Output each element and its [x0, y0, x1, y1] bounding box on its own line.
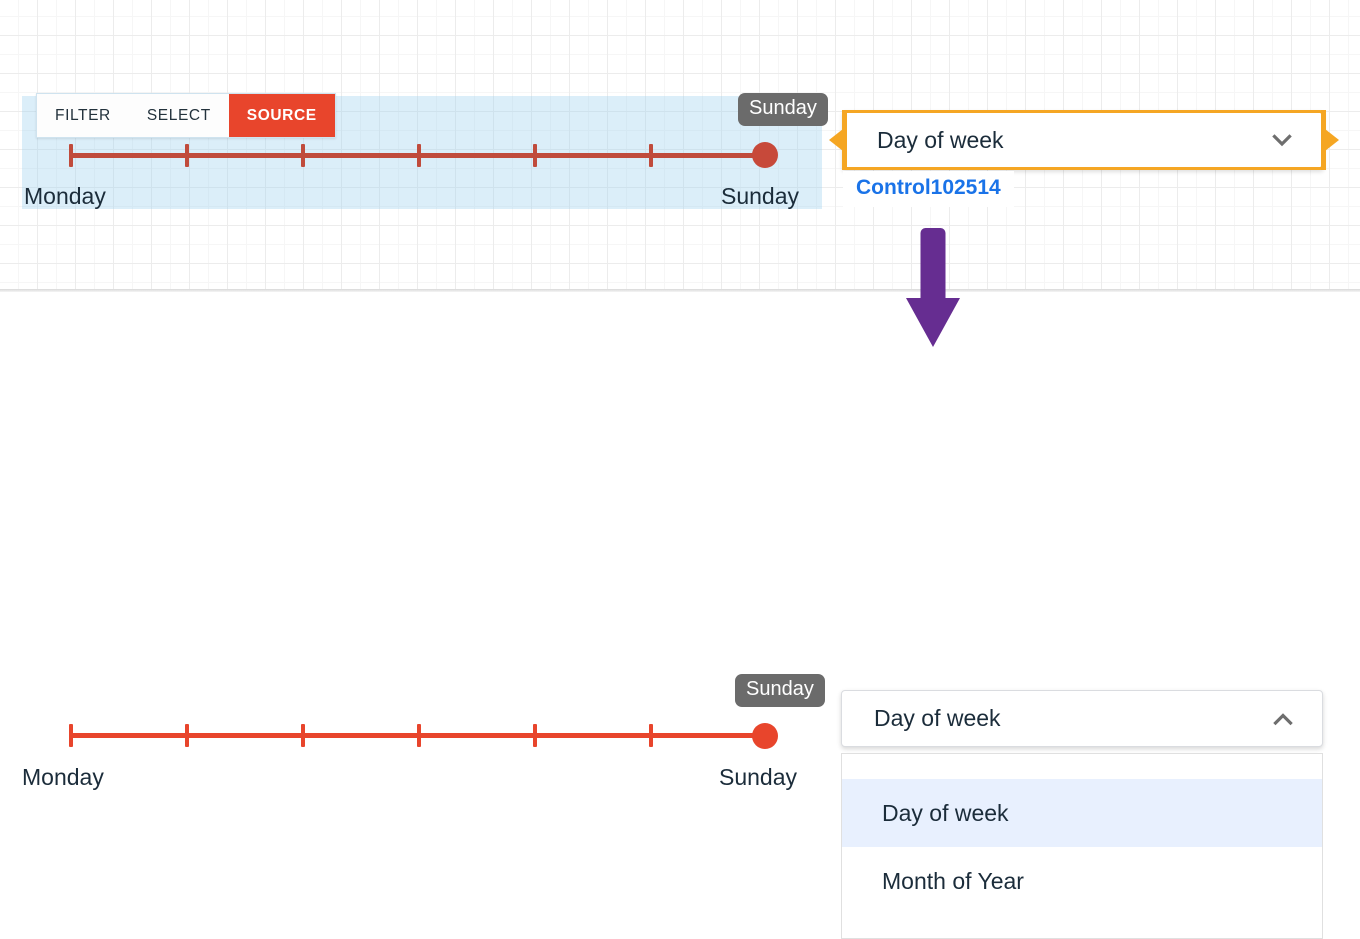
slider-tick: [69, 724, 73, 747]
slider-tick: [417, 144, 421, 167]
slider-tick: [185, 724, 189, 747]
slider-thumb[interactable]: [752, 723, 778, 749]
slider-tick: [301, 144, 305, 167]
toolbar-button-source[interactable]: SOURCE: [228, 94, 335, 137]
dropdown-option-month-of-year[interactable]: Month of Year: [882, 867, 1024, 894]
dropdown-selected-value: Day of week: [874, 705, 1001, 731]
designer-slider[interactable]: Sunday Monday Sunday: [0, 0, 830, 215]
preview-slider[interactable]: Sunday Monday Sunday: [0, 292, 830, 790]
slider-tick: [533, 724, 537, 747]
resize-handle-right-arrow-icon[interactable]: [1325, 129, 1339, 151]
preview-dropdown-day-of-week[interactable]: Day of week: [841, 690, 1323, 747]
slider-tick: [185, 144, 189, 167]
preview-canvas: Sunday Monday Sunday Day of week Day of …: [0, 292, 1360, 939]
dropdown-selected-value: Day of week: [877, 126, 1004, 153]
control-id-label: Control102514: [843, 171, 1014, 207]
slider-max-label: Sunday: [721, 183, 800, 209]
designer-canvas[interactable]: FILTER SELECT SOURCE Sunday Monday Sunda…: [0, 0, 1360, 289]
resize-handle-right[interactable]: [1321, 110, 1326, 170]
panel-divider: [0, 289, 1360, 292]
slider-max-label: Sunday: [719, 764, 798, 790]
slider-tick: [69, 144, 73, 167]
designer-dropdown-day-of-week[interactable]: Day of week: [842, 110, 1324, 170]
chevron-up-icon[interactable]: [1268, 704, 1298, 734]
toolbar-button-select[interactable]: SELECT: [128, 94, 229, 137]
down-arrow-icon: [898, 226, 968, 350]
resize-handle-left[interactable]: [842, 110, 847, 170]
slider-tick: [533, 144, 537, 167]
resize-handle-left-arrow-icon[interactable]: [829, 129, 843, 151]
slider-min-label: Monday: [24, 183, 106, 209]
slider-value-tooltip: Sunday: [735, 674, 825, 707]
dropdown-options-list[interactable]: Day of week Month of Year: [841, 753, 1323, 939]
slider-min-label: Monday: [22, 764, 104, 790]
slider-tick: [649, 144, 653, 167]
slider-tick: [417, 724, 421, 747]
dropdown-option-day-of-week[interactable]: Day of week: [842, 779, 1322, 847]
toolbar-button-filter[interactable]: FILTER: [37, 94, 129, 137]
slider-tick: [649, 724, 653, 747]
slider-tick: [301, 724, 305, 747]
control-toolbar[interactable]: FILTER SELECT SOURCE: [36, 93, 336, 138]
slider-value-tooltip: Sunday: [738, 93, 828, 126]
slider-thumb[interactable]: [752, 142, 778, 168]
chevron-down-icon[interactable]: [1267, 125, 1297, 155]
